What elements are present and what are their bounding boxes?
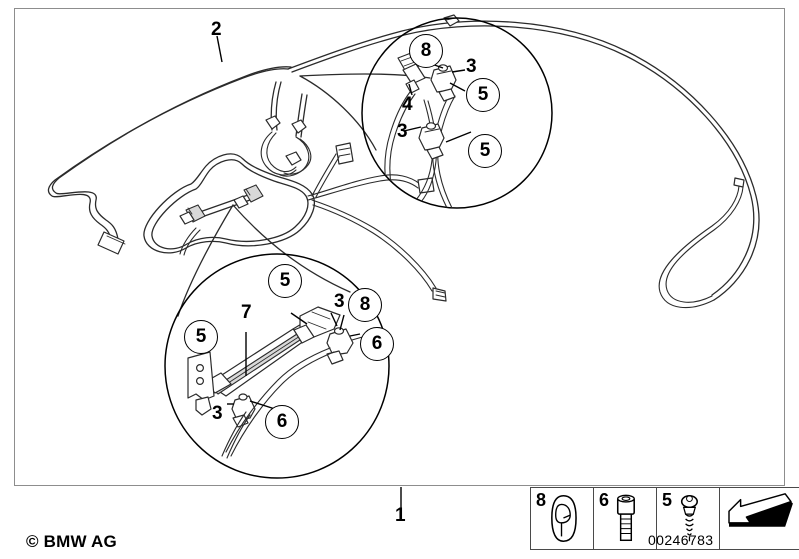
legend-strip: 8 6 5: [530, 487, 799, 550]
zoom-cone-bottom-edge-b: [232, 204, 351, 293]
detail-bottom-leaders: [200, 312, 361, 410]
copyright-notice: © BMW AG: [26, 532, 117, 551]
callout-2: 2: [211, 19, 222, 40]
detail-rail-item7: [204, 319, 319, 397]
callout-bot-8: 8: [348, 288, 382, 322]
callout-bot-3-bottom: 3: [212, 403, 223, 424]
callout-1: 1: [395, 505, 406, 526]
callout-bot-5-top: 5: [268, 264, 302, 298]
detail-circle-bottom: [164, 253, 390, 479]
callout-bot-3-right: 3: [334, 291, 345, 312]
legend-cell-8: 8: [531, 488, 594, 549]
callout-top-5-lower: 5: [468, 134, 502, 168]
detail-mount-plate-left: [187, 351, 215, 416]
callout-top-3-lower: 3: [397, 121, 408, 142]
part-number: 00246783: [648, 532, 714, 548]
legend-cell-6: 6: [594, 488, 657, 549]
callout-bot-6-bottom: 6: [265, 405, 299, 439]
detail-bottom-contents: [187, 306, 389, 459]
callout-top-4: 4: [402, 94, 413, 115]
callout-top-5-upper: 5: [466, 78, 500, 112]
zoom-cone-bottom-edge-a: [177, 204, 234, 317]
detail-circle-top: [361, 17, 553, 209]
callout-top-8: 8: [409, 34, 443, 68]
legend-cell-5: 5: [657, 488, 720, 549]
detail-bracket-upper-item3: [430, 64, 457, 102]
clip-grommet-icon: [551, 494, 577, 543]
arrow-wedge-icon: [728, 493, 793, 527]
hex-socket-bolt-icon: [616, 494, 635, 542]
leader-item-2: [216, 35, 223, 63]
detail-clip-right: [326, 327, 354, 365]
main-rail-assembly: [179, 184, 264, 225]
callout-bot-5-left: 5: [184, 320, 218, 354]
callout-bot-6-right: 6: [360, 327, 394, 361]
legend-cell-arrow: [720, 488, 799, 549]
legend-number-8: 8: [536, 490, 547, 510]
main-wiring-harness: [47, 14, 760, 309]
legend-number-6: 6: [599, 490, 610, 510]
detail-bracket-upper-right: [293, 306, 341, 344]
callout-top-3-upper: 3: [466, 56, 477, 77]
legend-number-5: 5: [662, 490, 673, 510]
zoom-cone-top-edge-a: [299, 75, 377, 151]
self-tapping-screw-icon: [680, 494, 698, 542]
callout-bot-7: 7: [241, 302, 252, 323]
detail-bracket-lower-item3: [418, 122, 445, 160]
